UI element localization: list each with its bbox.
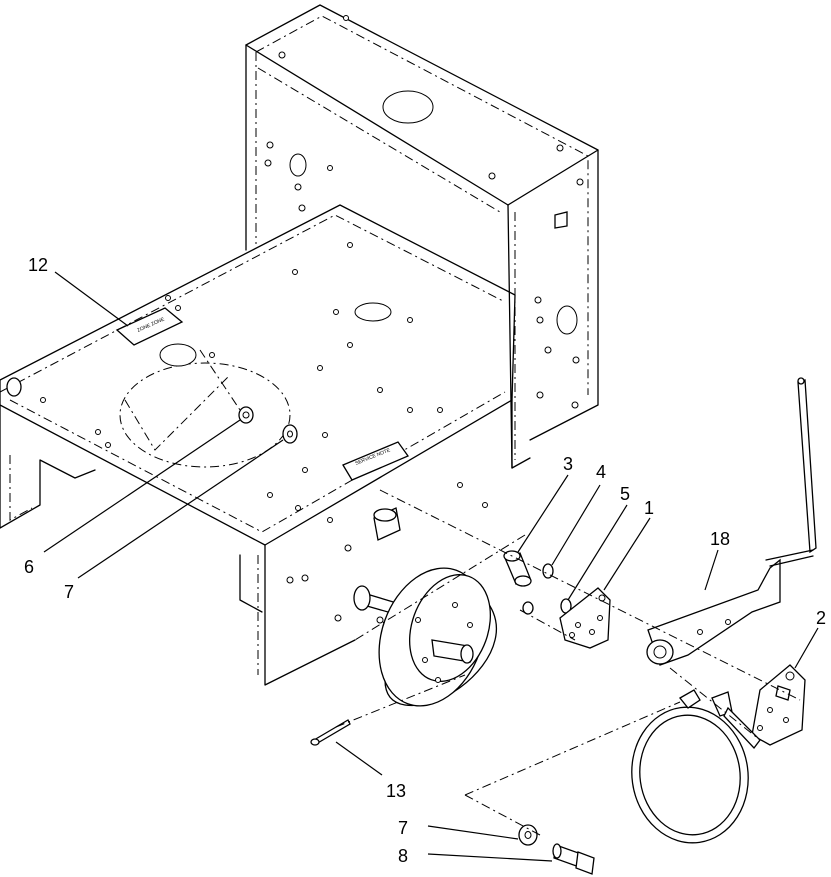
- mounting-holes: [40, 15, 584, 624]
- callout-1: 1: [644, 498, 654, 518]
- side-panel-opening: [556, 305, 578, 335]
- service-decal: SERVICE NOTE: [342, 441, 409, 481]
- base-left-opening: [159, 343, 197, 367]
- callout-labels: 12 6 7 3 4 5 1 18 2 13 7 8: [24, 255, 826, 866]
- part-1-bracket: [559, 587, 611, 649]
- brake-band: [631, 689, 761, 844]
- part-6-nut: [238, 406, 254, 424]
- callout-4: 4: [596, 462, 606, 482]
- decal-12: ZONE ZONE: [115, 307, 184, 346]
- control-rod: [765, 377, 817, 567]
- part-3-spacer: [503, 550, 532, 587]
- part-4-washer: [542, 563, 554, 579]
- callout-7-lower: 7: [398, 818, 408, 838]
- pulley-wheel: [353, 567, 498, 707]
- assembly-axis-lines: [199, 349, 801, 836]
- part-8-bolt: [552, 843, 595, 875]
- part-18-brake-arm: [646, 558, 781, 666]
- part-5-washer: [522, 598, 572, 615]
- housing-top-opening: [382, 90, 434, 124]
- part-7-washer-lower: [518, 824, 538, 846]
- callout-5: 5: [620, 484, 630, 504]
- callout-2: 2: [816, 608, 826, 628]
- callout-3: 3: [563, 454, 573, 474]
- callout-13: 13: [386, 781, 406, 801]
- callout-7-upper: 7: [64, 582, 74, 602]
- leader-lines: [43, 271, 819, 862]
- callout-6: 6: [24, 557, 34, 577]
- base-center-opening: [354, 302, 392, 322]
- part-7-washer-upper: [282, 424, 298, 444]
- callout-8: 8: [398, 846, 408, 866]
- callout-12: 12: [28, 255, 48, 275]
- part-2-bracket: [751, 664, 806, 746]
- callout-18: 18: [710, 529, 730, 549]
- frame-housing: [0, 4, 599, 686]
